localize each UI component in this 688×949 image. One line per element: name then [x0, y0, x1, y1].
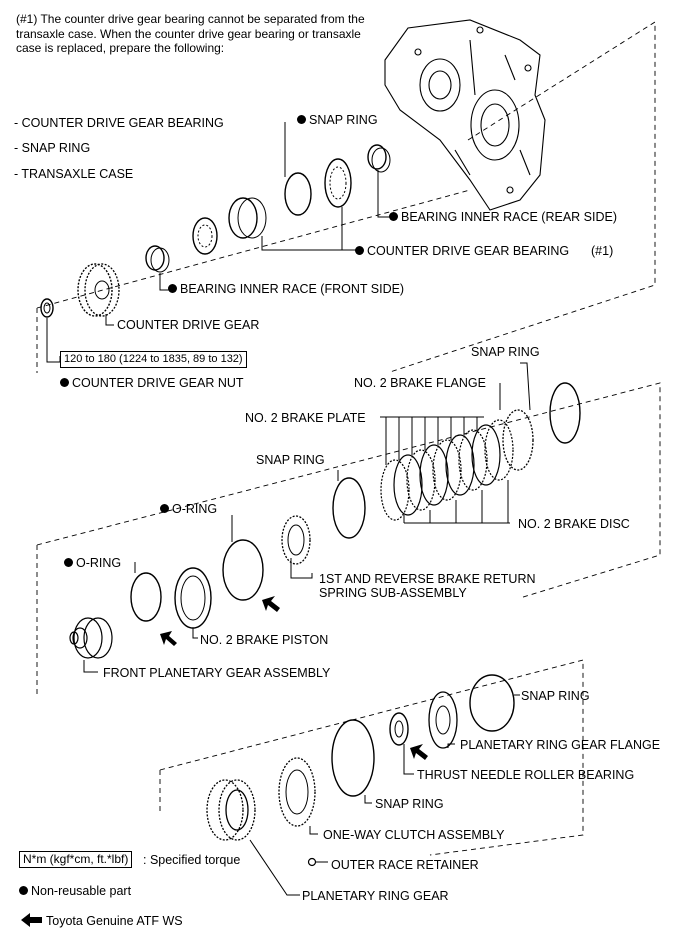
label-o-ring-2: O-RING — [64, 556, 121, 570]
counter-drive-gear-bearing-shape — [324, 158, 352, 208]
legend-non-reusable: Non-reusable part — [19, 884, 131, 898]
snap-ring-1-shape — [284, 172, 312, 216]
label-counter-drive-gear: COUNTER DRIVE GEAR — [117, 318, 260, 332]
bearing-outer-shape — [228, 197, 258, 239]
label-snap-ring-3: SNAP RING — [256, 453, 325, 467]
bearing-inner-race-rear-shape — [367, 144, 387, 170]
label-thrust-needle-roller-bearing: THRUST NEEDLE ROLLER BEARING — [417, 768, 635, 782]
prep-item-bearing: - COUNTER DRIVE GEAR BEARING — [14, 116, 224, 130]
o-ring-1-shape — [222, 539, 264, 601]
one-way-clutch-shape — [278, 757, 316, 827]
no2-brake-plates-discs-shape — [380, 419, 514, 521]
outer-race-retainer-shape — [307, 857, 317, 867]
label-snap-ring-5: SNAP RING — [375, 797, 444, 811]
legend-torque-desc: : Specified torque — [143, 853, 241, 867]
label-no2-brake-plate: NO. 2 BRAKE PLATE — [245, 411, 366, 425]
non-reusable-dot — [160, 504, 169, 513]
bearing-note: (#1) The counter drive gear bearing cann… — [16, 12, 365, 55]
bearing-front-shape — [192, 217, 218, 255]
counter-drive-gear-shape — [77, 263, 120, 317]
no2-brake-piston-shape — [174, 567, 212, 629]
non-reusable-dot — [168, 284, 177, 293]
label-return-spring-line1: 1ST AND REVERSE BRAKE RETURN — [319, 572, 536, 586]
transaxle-case — [384, 19, 546, 211]
return-spring-shape — [281, 515, 311, 565]
snap-ring-2-shape — [549, 382, 581, 444]
label-no2-brake-flange: NO. 2 BRAKE FLANGE — [354, 376, 486, 390]
non-reusable-dot — [297, 115, 306, 124]
thrust-bearing-shape — [389, 712, 409, 746]
non-reusable-dot — [60, 378, 69, 387]
torque-spec-box: 120 to 180 (1224 to 1835, 89 to 132) — [60, 351, 247, 368]
legend-torque-unit: N*m (kgf*cm, ft.*lbf) — [19, 851, 133, 868]
label-snap-ring-2: SNAP RING — [471, 345, 540, 359]
no2-brake-flange-shape — [502, 409, 534, 471]
label-planetary-ring-gear: PLANETARY RING GEAR — [302, 889, 449, 903]
non-reusable-dot — [19, 886, 28, 895]
label-bearing-inner-race-rear: BEARING INNER RACE (REAR SIDE) — [389, 210, 617, 224]
label-no2-brake-disc: NO. 2 BRAKE DISC — [518, 517, 630, 531]
planetary-ring-gear-shape — [206, 779, 256, 841]
counter-drive-gear-bearing-rollers — [329, 166, 347, 200]
label-o-ring-1: O-RING — [160, 502, 217, 516]
label-planetary-ring-gear-flange: PLANETARY RING GEAR FLANGE — [460, 738, 661, 752]
non-reusable-dot — [64, 558, 73, 567]
planetary-ring-gear-flange-shape — [428, 691, 458, 749]
front-planetary-gear-shape — [69, 617, 113, 659]
snap-ring-4-shape — [469, 674, 515, 732]
label-outer-race-retainer: OUTER RACE RETAINER — [331, 858, 479, 872]
prep-item-snap-ring: - SNAP RING — [14, 141, 91, 155]
o-ring-2-shape — [130, 572, 162, 622]
label-no2-brake-piston: NO. 2 BRAKE PISTON — [200, 633, 329, 647]
label-return-spring-line2: SPRING SUB-ASSEMBLY — [319, 586, 467, 600]
label-snap-ring-1: SNAP RING — [297, 113, 378, 127]
dashed-axis-lower — [159, 659, 584, 856]
counter-drive-gear-nut-shape — [40, 298, 54, 318]
label-ref-1: (#1) — [591, 244, 614, 258]
label-snap-ring-4: SNAP RING — [521, 689, 590, 703]
non-reusable-dot — [355, 246, 364, 255]
label-bearing-inner-race-front: BEARING INNER RACE (FRONT SIDE) — [168, 282, 404, 296]
label-front-planetary-gear: FRONT PLANETARY GEAR ASSEMBLY — [103, 666, 331, 680]
snap-ring-5-shape — [331, 719, 375, 797]
label-one-way-clutch: ONE-WAY CLUTCH ASSEMBLY — [323, 828, 505, 842]
prep-item-transaxle-case: - TRANSAXLE CASE — [14, 167, 134, 181]
label-counter-drive-gear-bearing: COUNTER DRIVE GEAR BEARING — [355, 244, 569, 258]
legend-atf: Toyota Genuine ATF WS — [46, 914, 183, 928]
label-counter-drive-gear-nut: COUNTER DRIVE GEAR NUT — [60, 376, 244, 390]
snap-ring-3-shape — [332, 477, 366, 539]
non-reusable-dot — [389, 212, 398, 221]
atf-arrows — [21, 596, 428, 927]
dashed-axis-middle — [36, 382, 661, 695]
bearing-inner-race-rear-edge — [371, 147, 391, 173]
